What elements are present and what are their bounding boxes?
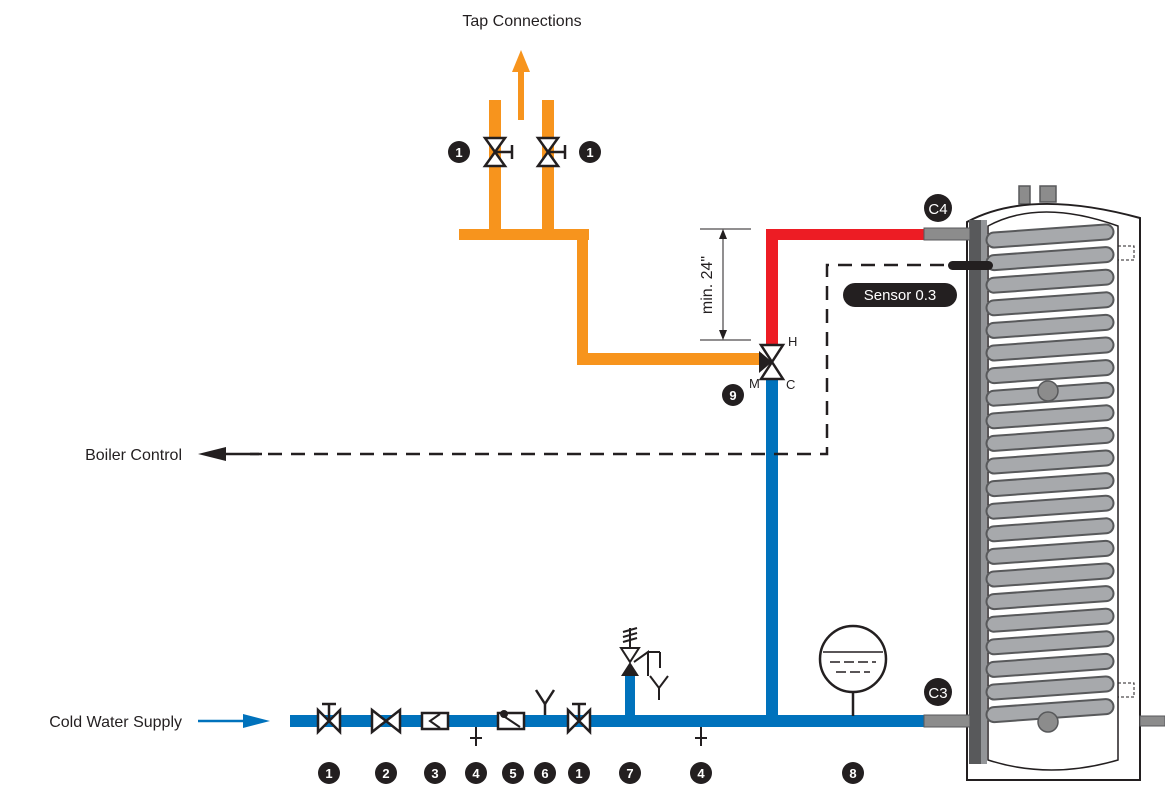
svg-text:3: 3 (431, 766, 438, 781)
expansion-tank-icon (818, 624, 888, 716)
anode-port-lower (1037, 711, 1059, 733)
tap-number-badge-left: 1 (448, 141, 470, 163)
bottom-number-badge: 1 (318, 762, 340, 784)
backflow-preventer-icon (496, 710, 526, 731)
funnel-icon (534, 689, 556, 715)
c3-badge: C3 (924, 678, 952, 706)
boiler-control-arrow-icon (198, 447, 262, 461)
tap-connections-label: Tap Connections (462, 13, 581, 30)
svg-text:Sensor 0.3: Sensor 0.3 (864, 287, 937, 304)
coil-loop (987, 474, 1113, 496)
svg-text:4: 4 (697, 766, 705, 781)
sensor-badge: Sensor 0.3 (843, 283, 957, 307)
svg-text:1: 1 (455, 145, 462, 160)
tap-number-badge-right: 1 (579, 141, 601, 163)
svg-text:C4: C4 (928, 201, 947, 218)
svg-text:2: 2 (382, 766, 389, 781)
mix-port-label: M (749, 376, 760, 391)
mixed-water-pipe (459, 100, 762, 365)
svg-text:C3: C3 (928, 685, 947, 702)
mixing-valve-icon (758, 343, 786, 381)
relief-valve-icon (619, 627, 669, 700)
coil-loop (987, 541, 1113, 563)
bottom-number-badge: 4 (465, 762, 487, 784)
shutoff-valve-icon (316, 702, 342, 736)
tap-shutoff-valve-right (535, 136, 567, 168)
hot-water-pipe (766, 229, 924, 353)
coil-loop (987, 248, 1113, 270)
coil-loop (987, 338, 1113, 360)
svg-text:4: 4 (472, 766, 480, 781)
min-height-label: min. 24" (699, 256, 716, 314)
tap-arrow-icon (512, 50, 530, 120)
boiler-control-label: Boiler Control (85, 447, 182, 464)
coil-loop (987, 361, 1113, 383)
bottom-number-badge: 7 (619, 762, 641, 784)
strainer-icon (420, 711, 450, 731)
svg-text:7: 7 (626, 766, 633, 781)
bottom-number-badge: 3 (424, 762, 446, 784)
drain-icon (470, 727, 482, 746)
bottom-number-badge: 1 (568, 762, 590, 784)
min-height-dimension: min. 24" (699, 228, 751, 341)
coil-loop (987, 225, 1113, 247)
coil-loop (987, 496, 1113, 518)
tap-shutoff-valve-left (482, 136, 514, 168)
coil-loop (987, 587, 1113, 609)
svg-text:1: 1 (575, 766, 582, 781)
sensor-well (948, 261, 993, 270)
svg-text:1: 1 (325, 766, 332, 781)
coil-loop (987, 654, 1113, 676)
c4-connection-stub (923, 227, 971, 241)
coil-loop (987, 632, 1113, 654)
bottom-number-badge: 6 (534, 762, 556, 784)
coil-loop (987, 677, 1113, 699)
svg-text:1: 1 (586, 145, 593, 160)
bottom-number-badge: 5 (502, 762, 524, 784)
check-valve-icon (370, 707, 402, 735)
bottom-number-badge: 4 (690, 762, 712, 784)
coil-loop (987, 609, 1113, 631)
coil-loop (987, 270, 1113, 292)
c3-connection-stub (923, 714, 971, 728)
bottom-number-badge: 8 (842, 762, 864, 784)
c4-badge: C4 (924, 194, 952, 222)
svg-text:5: 5 (509, 766, 516, 781)
anode-port-upper (1037, 380, 1059, 402)
drain-2-icon (695, 727, 707, 746)
hot-port-label: H (788, 334, 797, 349)
coil-loop (987, 564, 1113, 586)
coil-loop (987, 451, 1113, 473)
coil-loop (987, 315, 1113, 337)
coil-loop (987, 428, 1113, 450)
mixer-number-badge: 9 (722, 384, 744, 406)
cold-water-arrow-icon (198, 714, 270, 728)
shutoff-valve-2-icon (566, 702, 592, 736)
heat-exchanger-coil (985, 223, 1115, 724)
bottom-number-badge: 2 (375, 762, 397, 784)
coil-loop (987, 406, 1113, 428)
coil-loop (987, 293, 1113, 315)
cold-water-supply-label: Cold Water Supply (49, 714, 182, 731)
sensor-control-line (250, 263, 990, 456)
coil-loop (987, 700, 1113, 722)
svg-text:9: 9 (729, 388, 736, 403)
svg-text:8: 8 (849, 766, 856, 781)
svg-text:6: 6 (541, 766, 548, 781)
coil-loop (987, 519, 1113, 541)
cold-port-label: C (786, 377, 795, 392)
